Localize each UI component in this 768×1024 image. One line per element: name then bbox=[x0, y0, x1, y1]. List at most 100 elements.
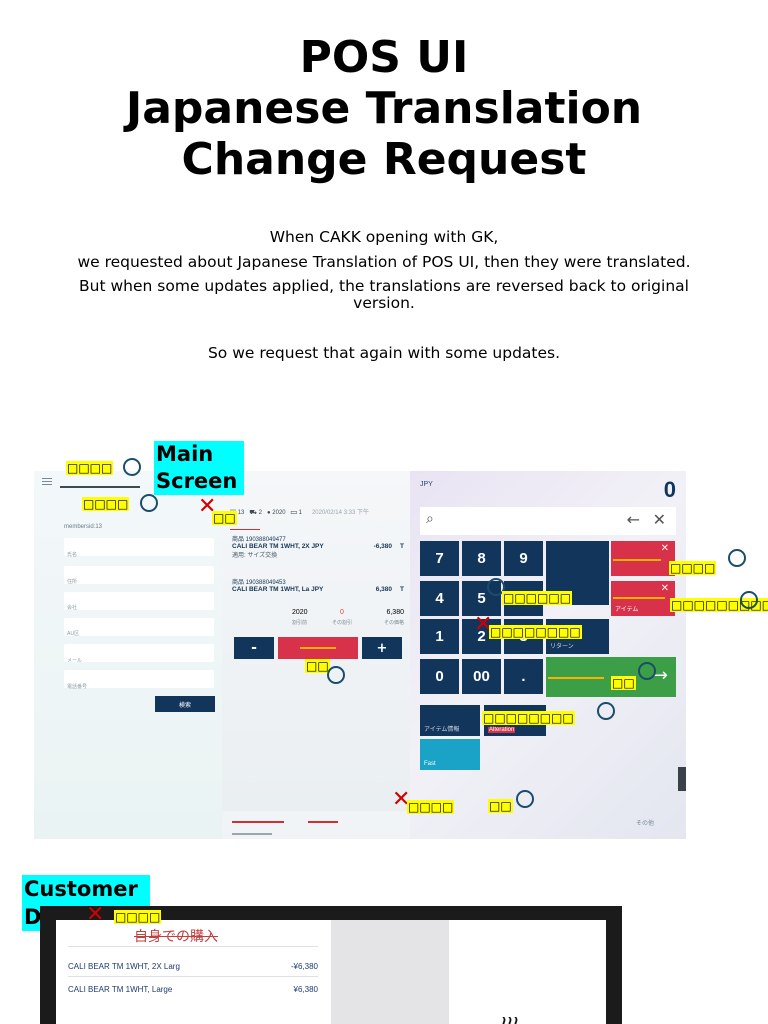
display-row-name: CALI BEAR TM 1WHT, Large bbox=[68, 985, 173, 994]
display-header: 自身での購入 bbox=[134, 929, 218, 945]
close-icon[interactable]: ✕ bbox=[652, 510, 666, 529]
company-field[interactable] bbox=[64, 592, 214, 610]
key-7[interactable]: 7 bbox=[420, 541, 459, 576]
ok-mark bbox=[123, 458, 141, 476]
summary-discount-label: その割引 bbox=[332, 620, 353, 626]
ok-mark bbox=[487, 578, 505, 596]
area-field[interactable] bbox=[64, 618, 214, 636]
display-logo-panel: ≀≀≀ bbox=[449, 920, 606, 1024]
key-9[interactable]: 9 bbox=[504, 541, 543, 576]
minus-button[interactable]: - bbox=[234, 637, 274, 659]
ng-mark: ✕ bbox=[198, 494, 217, 519]
member-id-field[interactable]: membersid:13 bbox=[64, 524, 103, 530]
cart-icon: ⛟ bbox=[249, 510, 257, 516]
active-indicator bbox=[232, 833, 272, 835]
phone-label: 電話番号 bbox=[67, 684, 88, 690]
main-screen-label: Main Screen bbox=[154, 441, 244, 495]
item-info-label: アイテム情報 bbox=[424, 727, 460, 733]
display-panel bbox=[331, 920, 449, 1024]
fast-label: Fast bbox=[424, 761, 436, 767]
strike-mark bbox=[613, 597, 665, 599]
search-button[interactable]: 検索 bbox=[155, 696, 215, 712]
item-label: アイテム bbox=[615, 607, 639, 613]
company-label: 会社 bbox=[67, 605, 78, 611]
display-item-list bbox=[56, 920, 331, 1024]
intro-line-2: we requested about Japanese Translation … bbox=[77, 253, 691, 271]
pos-screenshot: membersid:13 氏名 住所 会社 AU区 メール 電話番号 検索 ▤ … bbox=[34, 471, 686, 839]
annotation-box: □□□□ bbox=[114, 910, 162, 924]
annotation-box: □□ bbox=[488, 799, 513, 813]
currency-label: JPY bbox=[420, 481, 433, 488]
name-field[interactable] bbox=[64, 538, 214, 556]
other-label[interactable]: その他 bbox=[635, 821, 654, 827]
topbar-receipt-count: 13 bbox=[237, 510, 245, 516]
item2-name: CALI BEAR TM 1WHT, La JPY bbox=[232, 586, 324, 593]
item1-code: 商品 190388049477 bbox=[232, 537, 286, 543]
email-field[interactable] bbox=[64, 644, 214, 662]
annotation-box: □□□□ bbox=[66, 461, 114, 475]
user-icon: ● bbox=[266, 510, 271, 516]
phone-field[interactable] bbox=[64, 670, 214, 688]
annotation-box: □□ bbox=[212, 511, 237, 525]
tab-underline bbox=[60, 486, 140, 488]
strike-mark bbox=[232, 821, 284, 823]
summary-qty: 2020 bbox=[292, 609, 308, 616]
display-row: CALI BEAR TM 1WHT, 2X Larg -¥6,380 bbox=[68, 962, 318, 971]
customer-search-pane: membersid:13 氏名 住所 会社 AU区 メール 電話番号 検索 bbox=[34, 471, 223, 839]
annotation-box: □□□□ bbox=[82, 497, 130, 511]
item1-price: -6,380 bbox=[373, 543, 392, 550]
search-icon: ⌕ bbox=[426, 511, 434, 527]
line-item-1[interactable]: 商品 190388049477 CALI BEAR TM 1WHT, 2X JP… bbox=[232, 534, 404, 559]
topbar-datetime: 2020/02/14 3:33 下午 bbox=[311, 510, 369, 516]
key-8[interactable]: 8 bbox=[462, 541, 501, 576]
menu-icon[interactable] bbox=[42, 476, 52, 487]
strike-mark bbox=[300, 647, 336, 649]
intro-text: When CAKK opening with GK, we requested … bbox=[60, 228, 708, 369]
ok-mark bbox=[597, 702, 615, 720]
address-field[interactable] bbox=[64, 566, 214, 584]
title-line-2: Japanese Translation bbox=[125, 83, 643, 134]
intro-line-4: So we request that again with some updat… bbox=[207, 344, 561, 362]
ok-mark bbox=[516, 790, 534, 808]
key-1[interactable]: 1 bbox=[420, 619, 459, 654]
annotation-box: □□□□ bbox=[407, 800, 455, 814]
strike-mark bbox=[230, 529, 260, 530]
annotation-box: □□□□ bbox=[669, 561, 717, 575]
strike-mark bbox=[613, 559, 661, 561]
fast-button[interactable]: Fast bbox=[420, 739, 480, 770]
key-4[interactable]: 4 bbox=[420, 581, 459, 616]
void-button[interactable]: ✕ bbox=[611, 541, 675, 576]
line-item-2[interactable]: 商品 190388049453 CALI BEAR TM 1WHT, La JP… bbox=[232, 577, 404, 593]
item-info-button[interactable]: アイテム情報 bbox=[420, 705, 480, 736]
plus-button[interactable]: + bbox=[362, 637, 402, 659]
backspace-icon[interactable]: ← bbox=[626, 510, 640, 529]
strike-mark bbox=[308, 821, 338, 823]
display-row-amount: ¥6,380 bbox=[293, 985, 318, 994]
title-line-1: POS UI bbox=[299, 32, 469, 83]
item2-code: 商品 190388049453 bbox=[232, 580, 286, 586]
alteration-label: Alteration bbox=[488, 727, 516, 733]
ok-mark bbox=[728, 549, 746, 567]
annotation-box: □□□□□□ bbox=[502, 591, 573, 605]
topbar-user: 2020 bbox=[272, 510, 286, 516]
page-title: POS UI Japanese Translation Change Reque… bbox=[0, 32, 768, 185]
area-label: AU区 bbox=[67, 631, 80, 637]
customer-display-screenshot: ≀≀≀ 自身での購入 CALI BEAR TM 1WHT, 2X Larg -¥… bbox=[40, 906, 622, 1024]
summary-discount: 0 bbox=[340, 609, 344, 616]
item-search-input[interactable]: ⌕ ← ✕ bbox=[420, 507, 676, 535]
void-item-button[interactable]: ✕ アイテム bbox=[611, 581, 675, 616]
summary: 2020 0 6,380 割引前 その割引 その価格 bbox=[292, 609, 404, 627]
key-0[interactable]: 0 bbox=[420, 659, 459, 694]
name-label: 氏名 bbox=[67, 552, 78, 558]
keypad-pane: JPY 0 ⌕ ← ✕ 7 8 9 4 5 6 1 2 3 0 00 . 数量 … bbox=[410, 471, 686, 839]
annotation-box: □□ bbox=[305, 659, 330, 673]
delete-button[interactable] bbox=[278, 637, 358, 659]
key-dot[interactable]: . bbox=[504, 659, 543, 694]
ok-mark bbox=[327, 666, 345, 684]
display-row: CALI BEAR TM 1WHT, Large ¥6,380 bbox=[68, 985, 318, 994]
key-00[interactable]: 00 bbox=[462, 659, 501, 694]
side-handle[interactable] bbox=[678, 767, 686, 791]
message-icon: ▭ bbox=[290, 510, 297, 516]
ok-mark bbox=[638, 662, 656, 680]
annotation-box: □□□□□□□□ bbox=[482, 711, 575, 725]
